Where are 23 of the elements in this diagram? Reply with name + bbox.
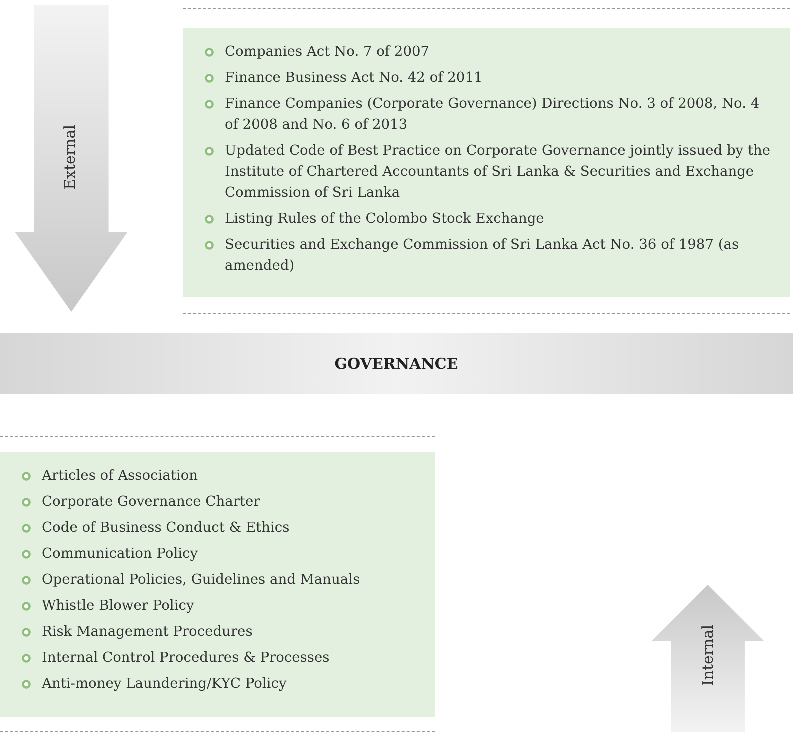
list-item: Internal Control Procedures & Processes: [42, 650, 330, 666]
list-item: Code of Business Conduct & Ethics: [42, 520, 290, 536]
block-arrow: [652, 585, 764, 732]
list-item: Companies Act No. 7 of 2007: [225, 44, 430, 60]
list-item: Operational Policies, Guidelines and Manuals: [42, 572, 360, 588]
list-item: Whistle Blower Policy: [42, 598, 194, 614]
arrow-label: External: [61, 125, 79, 190]
band-title: GOVERNANCE: [334, 354, 458, 372]
list-item: Risk Management Procedures: [42, 624, 253, 640]
list-item: Listing Rules of the Colombo Stock Exchange: [225, 211, 544, 227]
list-item: Updated Code of Best Practice on Corporate Governance jointly issued by the Institute of Chartered Accountants of Sri Lanka & Securities and Exchange Commission of Sri Lanka: [225, 143, 771, 201]
arrow-label: Internal: [699, 625, 717, 686]
list-item: Corporate Governance Charter: [42, 494, 260, 510]
block-arrow: [15, 5, 128, 312]
list-item: Anti-money Laundering/KYC Policy: [42, 676, 287, 692]
list-item: Articles of Association: [42, 468, 198, 484]
list-item: Communication Policy: [42, 546, 198, 562]
list-panel: [0, 452, 435, 717]
heading-band: [0, 333, 793, 394]
list-item: Finance Business Act No. 42 of 2011: [225, 70, 483, 86]
list-item: Securities and Exchange Commission of Sri Lanka Act No. 36 of 1987 (as amended): [225, 237, 740, 274]
list-item: Finance Companies (Corporate Governance) Directions No. 3 of 2008, No. 4 of 2008 and No. 6 of 2013: [225, 96, 760, 133]
list-panel: [183, 28, 790, 297]
